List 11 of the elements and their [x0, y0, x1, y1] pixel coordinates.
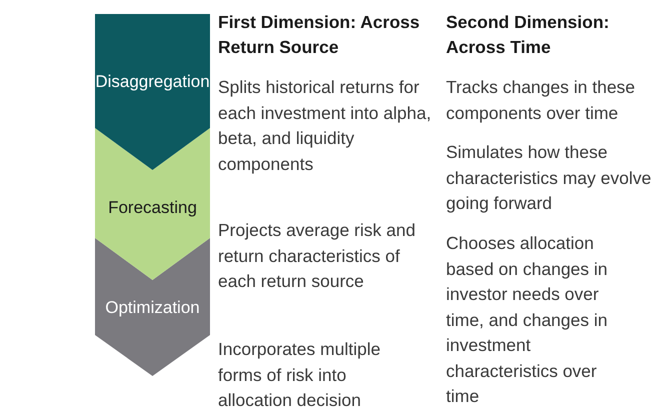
- description-text: Simulates how these characteristics may evolve going forward: [446, 141, 652, 215]
- description-text: Tracks changes in these components over time: [446, 76, 636, 125]
- stage-label: Disaggregation: [95, 72, 210, 92]
- description-text: Chooses allocation based on changes in investor needs over time, and changes in investment characteristics over time: [446, 232, 609, 408]
- stage-label: Optimization: [104, 298, 201, 318]
- column-heading: Second Dimension: Across Time: [446, 11, 610, 59]
- description-text: Projects average risk and return characteristics of each return source: [218, 219, 416, 293]
- stage-label: Forecasting: [107, 198, 198, 218]
- column-heading: First Dimension: Across Return Source: [218, 11, 421, 59]
- description-text: Splits historical returns for each investment into alpha, beta, and liquidity components: [218, 76, 432, 176]
- description-text: Incorporates multiple forms of risk into allocation decision: [218, 338, 382, 412]
